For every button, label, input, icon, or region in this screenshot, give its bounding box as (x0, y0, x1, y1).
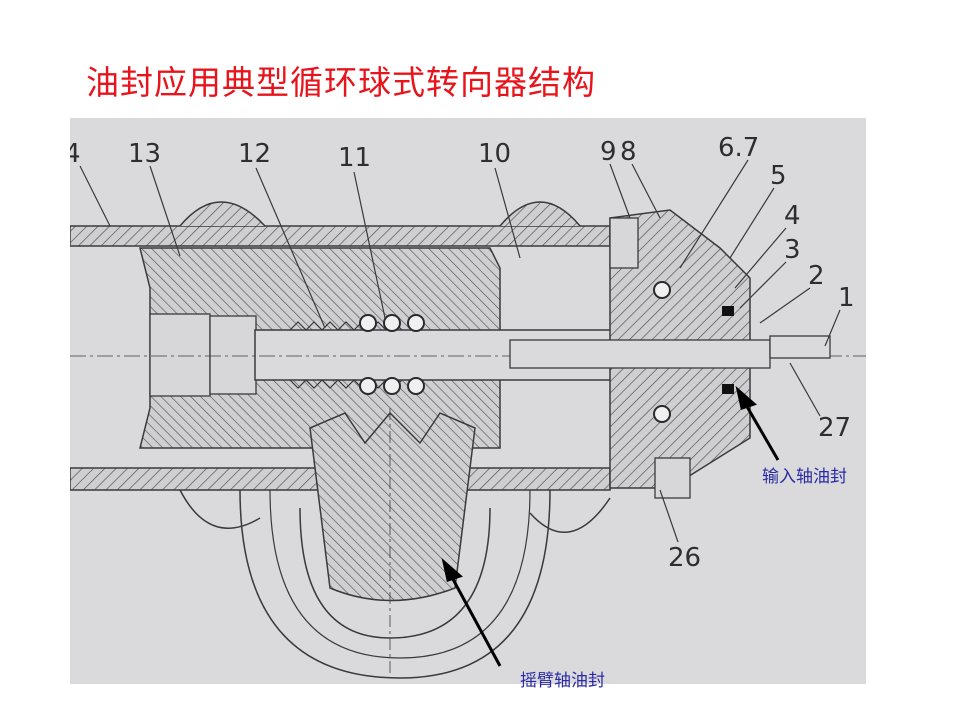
part-label-1: 1 (838, 283, 855, 313)
rocker-shaft-seal-label: 摇臂轴油封 (520, 671, 605, 691)
sector-gear (239, 408, 551, 679)
part-label-6-7: 6.7 (718, 133, 759, 163)
callout-arrows (441, 385, 780, 667)
part-label-11: 11 (338, 143, 371, 173)
part-label-13: 13 (128, 139, 161, 169)
part-label-10: 10 (478, 139, 511, 169)
part-label-8: 8 (620, 137, 637, 167)
part-label-12: 12 (238, 139, 271, 169)
part-label-5: 5 (770, 161, 787, 191)
part-label-4-left: 4 (70, 139, 81, 169)
steering-gear-drawing: 4 13 12 11 10 9 8 6.7 5 4 3 2 1 27 26 (70, 118, 866, 684)
part-label-2: 2 (808, 261, 825, 291)
leader-lines (79, 159, 841, 543)
part-label-27: 27 (818, 413, 851, 443)
valve-assembly (509, 209, 831, 499)
part-label-26: 26 (668, 543, 701, 573)
part-label-4-right: 4 (784, 201, 801, 231)
slide-title: 油封应用典型循环球式转向器结构 (86, 63, 596, 102)
steel-balls (359, 314, 425, 395)
part-label-3: 3 (784, 235, 801, 265)
input-shaft-seal-label: 输入轴油封 (762, 467, 847, 487)
part-label-9: 9 (600, 137, 617, 167)
part-labels: 4 13 12 11 10 9 8 6.7 5 4 3 2 1 27 26 (70, 133, 855, 573)
